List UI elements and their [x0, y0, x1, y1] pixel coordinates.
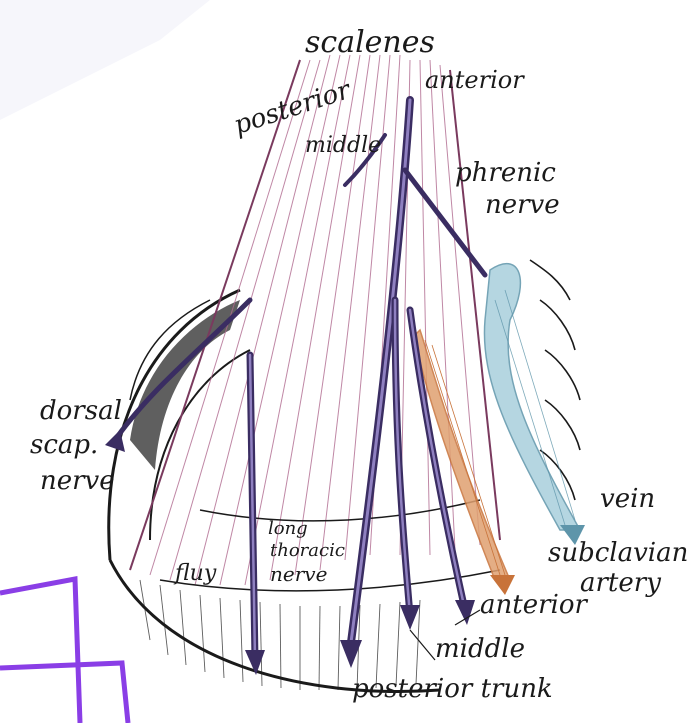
- label-phrenic: phrenic: [455, 160, 556, 186]
- background-wash: [0, 0, 210, 120]
- label-anterior-top: anterior: [425, 68, 524, 92]
- label-dorsal: dorsal: [40, 398, 122, 424]
- label-fluy: fluy: [175, 563, 216, 585]
- label-anterior-bottom: anterior: [480, 592, 587, 618]
- purple-frame: [0, 579, 128, 723]
- label-dorsal-scap: scap.: [30, 432, 98, 458]
- nerve-middle: [395, 300, 410, 615]
- label-long-nerve: nerve: [270, 564, 327, 584]
- label-long: long: [268, 520, 308, 538]
- label-middle-bottom: middle: [435, 636, 525, 662]
- label-middle-top: middle: [305, 135, 381, 157]
- label-phrenic-nerve: nerve: [485, 192, 560, 218]
- nerve-anterior: [350, 100, 410, 650]
- label-vein: vein: [600, 486, 655, 512]
- label-posterior-trunk: posterior trunk: [352, 676, 553, 702]
- label-subclavian: subclavian: [548, 540, 688, 566]
- label-scalenes: scalenes: [305, 28, 435, 58]
- label-thoracic: thoracic: [270, 542, 345, 560]
- label-dorsal-nerve: nerve: [40, 468, 115, 494]
- label-artery: artery: [580, 570, 661, 596]
